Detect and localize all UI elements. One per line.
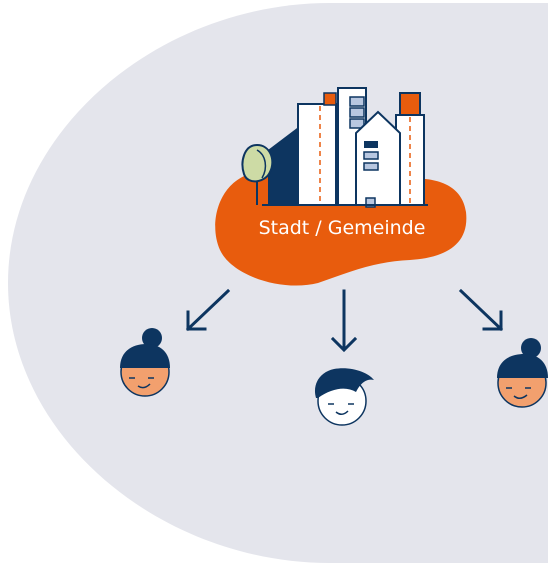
person-right	[497, 338, 548, 408]
woman-bun-icon	[497, 338, 548, 408]
arrow-down-right-icon	[458, 288, 504, 332]
city-buildings-icon	[241, 87, 428, 208]
person-center	[314, 368, 374, 426]
man-hair-icon	[314, 368, 374, 426]
city-node: Stadt / Gemeinde	[215, 87, 467, 286]
tree-icon	[241, 143, 274, 205]
woman-bun-icon	[120, 328, 170, 397]
city-label: Stadt / Gemeinde	[259, 217, 426, 239]
arrow-down-icon	[330, 289, 358, 353]
arrow-down-left-icon	[185, 288, 231, 332]
person-left	[120, 328, 170, 397]
